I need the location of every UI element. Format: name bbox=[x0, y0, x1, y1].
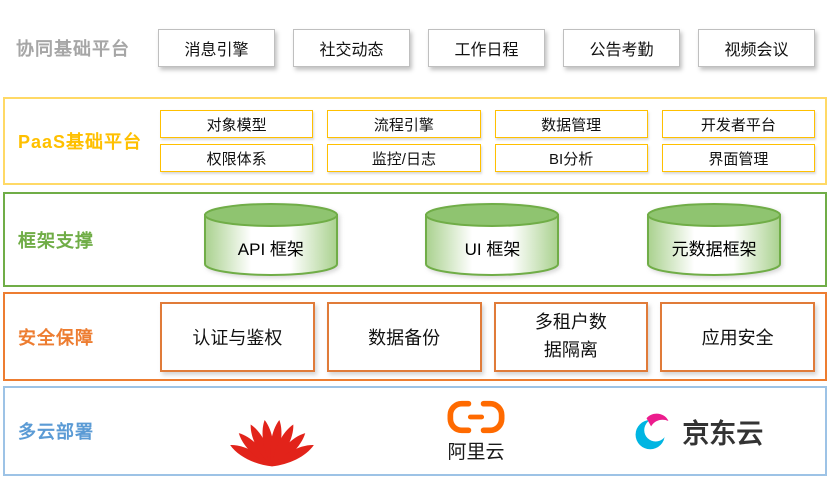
cylinder-icon bbox=[647, 202, 782, 276]
social-feed-box: 社交动态 bbox=[293, 29, 410, 67]
aliyun-label: 阿里云 bbox=[447, 442, 505, 463]
layer-paas-platform: PaaS基础平台 对象模型 流程引擎 数据管理 开发者平台 权限体系 监控/日志… bbox=[3, 97, 827, 185]
aliyun-bracket-icon bbox=[447, 400, 505, 434]
paas-items: 对象模型 流程引擎 数据管理 开发者平台 权限体系 监控/日志 BI分析 界面管… bbox=[160, 110, 815, 172]
bi-analysis-box: BI分析 bbox=[494, 144, 648, 172]
cylinder-icon bbox=[425, 202, 560, 276]
huawei-flower-icon bbox=[229, 419, 314, 466]
cloud-items: 阿里云 京东云 bbox=[160, 395, 825, 468]
layer-multicloud: 多云部署 阿里云 bbox=[3, 386, 827, 476]
cylinder-label: UI 框架 bbox=[464, 239, 521, 259]
data-management-box: 数据管理 bbox=[494, 110, 648, 138]
security-layer-label: 安全保障 bbox=[18, 327, 94, 348]
process-engine-box: 流程引擎 bbox=[327, 110, 481, 138]
collab-items: 消息引擎 社交动态 工作日程 公告考勤 视频会议 bbox=[158, 29, 815, 67]
announcement-attendance-box: 公告考勤 bbox=[563, 29, 680, 67]
cylinder-label: API 框架 bbox=[237, 239, 304, 259]
object-model-box: 对象模型 bbox=[160, 110, 314, 138]
cylinder-label: 元数据框架 bbox=[671, 239, 757, 259]
ui-management-box: 界面管理 bbox=[661, 144, 815, 172]
jdcloud-bird-icon bbox=[635, 413, 669, 450]
framework-items: API 框架 UI 框架 元数据框架 bbox=[160, 202, 825, 278]
video-conference-box: 视频会议 bbox=[698, 29, 815, 67]
data-backup-box: 数据备份 bbox=[326, 301, 482, 372]
layer-collab-platform: 协同基础平台 消息引擎 社交动态 工作日程 公告考勤 视频会议 bbox=[3, 4, 827, 92]
work-schedule-box: 工作日程 bbox=[428, 29, 545, 67]
multi-tenant-isolation-box: 多租户数据隔离 bbox=[493, 301, 649, 372]
developer-platform-box: 开发者平台 bbox=[661, 110, 815, 138]
huawei-logo bbox=[222, 395, 322, 468]
collab-layer-label: 协同基础平台 bbox=[16, 39, 130, 59]
cylinder-icon bbox=[203, 202, 338, 276]
layer-security: 安全保障 认证与鉴权 数据备份 多租户数据隔离 应用安全 bbox=[3, 292, 827, 381]
jdcloud-logo: 京东云 bbox=[630, 410, 763, 452]
auth-box: 认证与鉴权 bbox=[160, 301, 315, 372]
metadata-framework-cylinder: 元数据框架 bbox=[644, 202, 784, 278]
multi-tenant-isolation-label: 多租户数据隔离 bbox=[534, 311, 607, 360]
monitor-log-box: 监控/日志 bbox=[327, 144, 481, 172]
security-items: 认证与鉴权 数据备份 多租户数据隔离 应用安全 bbox=[160, 301, 815, 372]
ui-framework-cylinder: UI 框架 bbox=[422, 202, 562, 278]
api-framework-cylinder: API 框架 bbox=[201, 202, 341, 278]
paas-row-2: 权限体系 监控/日志 BI分析 界面管理 bbox=[160, 144, 815, 172]
aliyun-logo: 阿里云 bbox=[445, 398, 507, 464]
jdcloud-label: 京东云 bbox=[682, 418, 764, 449]
framework-layer-label: 框架支撑 bbox=[18, 230, 94, 251]
message-engine-box: 消息引擎 bbox=[158, 29, 275, 67]
paas-row-1: 对象模型 流程引擎 数据管理 开发者平台 bbox=[160, 110, 815, 138]
permission-system-box: 权限体系 bbox=[160, 144, 314, 172]
cloud-layer-label: 多云部署 bbox=[18, 422, 94, 442]
paas-layer-label: PaaS基础平台 bbox=[18, 132, 143, 152]
app-security-box: 应用安全 bbox=[660, 301, 815, 372]
layer-framework-support: 框架支撑 API 框架 UI 框架 元数据框架 bbox=[3, 192, 827, 287]
